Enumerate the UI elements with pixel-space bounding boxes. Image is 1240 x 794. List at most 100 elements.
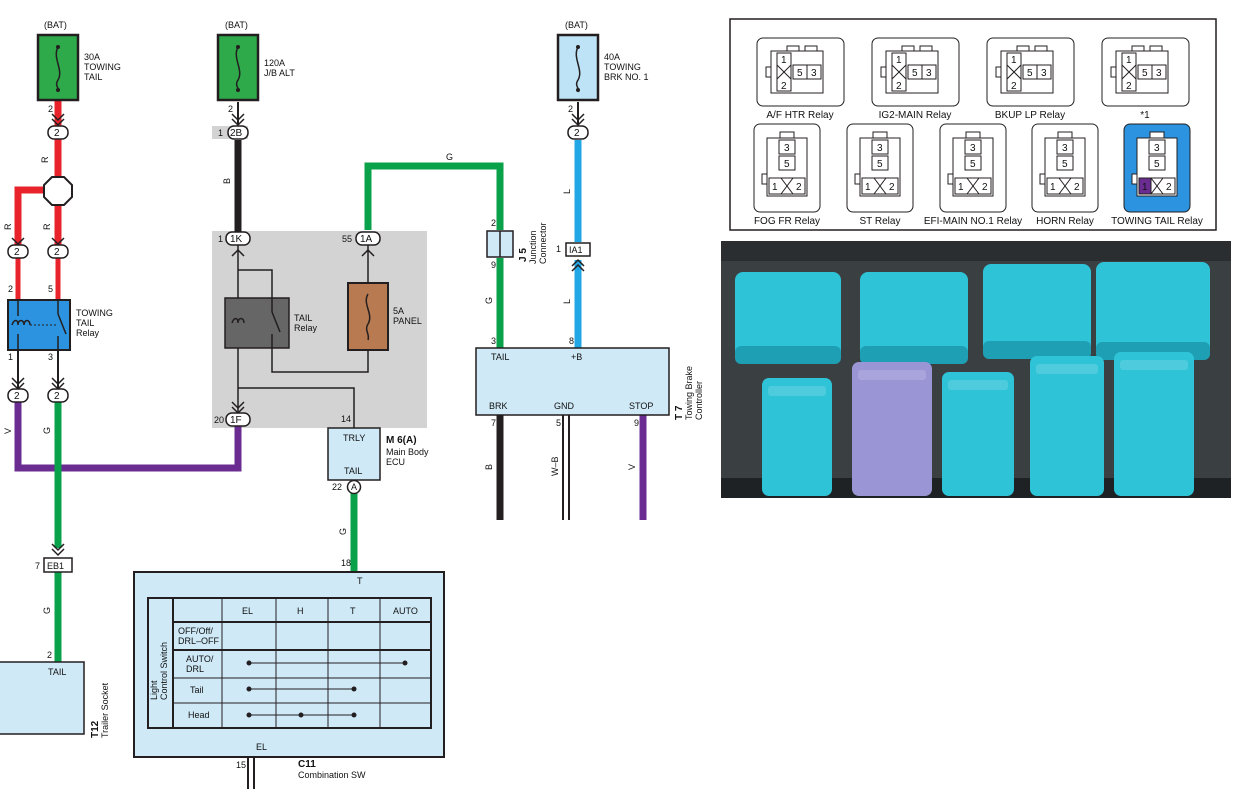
svg-text:1A: 1A (360, 234, 373, 245)
controller-plus-b: +B (571, 352, 582, 362)
pin-label: 3 (1041, 68, 1047, 79)
relay-photo-2 (860, 272, 968, 364)
relay-photo-4 (1096, 262, 1210, 360)
svg-text:1: 1 (218, 128, 223, 138)
connector-2b: 2B 1 (212, 125, 249, 140)
col-header-auto: AUTO (393, 606, 418, 616)
controller-brk: BRK (489, 401, 508, 411)
pin-label: 3 (970, 143, 976, 154)
wire-jb-to-ecu (238, 387, 355, 428)
combo-name: C11 (298, 759, 316, 770)
connector-2-left-d: 2 (47, 388, 69, 403)
arrow-down-icon (11, 237, 25, 246)
pin-label: 2 (781, 81, 787, 92)
fuse-towing-brk-pin: 2 (568, 104, 573, 114)
relay-photo-5 (762, 378, 832, 496)
main-body-ecu-box (327, 427, 381, 481)
relay-photo-6 (852, 362, 932, 496)
connector-2-left-c: 2 (7, 388, 29, 403)
controller-pin-8: 8 (569, 336, 574, 346)
relay-pin-5: 5 (48, 284, 53, 294)
connector-ia1: IA1 (565, 242, 591, 257)
pin-label: 1 (1011, 55, 1017, 66)
connector-2-brk: 2 (567, 125, 589, 140)
arrow-up-icon (231, 248, 245, 257)
relay-name-label: HORN Relay (1036, 216, 1094, 227)
connector-2-left-b: 2 (47, 244, 69, 259)
ecu-pin-14: 14 (341, 414, 351, 424)
pin-label: 3 (784, 143, 790, 154)
svg-text:1F: 1F (230, 415, 242, 426)
pin-label: 3 (1156, 68, 1162, 79)
pin-label: 1 (1050, 182, 1056, 193)
trailer-name: T12 (90, 720, 101, 738)
row-off: OFF/Off/DRL–OFF (178, 626, 220, 646)
relay-pin-3: 3 (48, 352, 53, 362)
controller-pin-7: 7 (491, 418, 496, 428)
relay-name-label: BKUP LP Relay (995, 110, 1065, 121)
wire-label-g-4: G (484, 297, 494, 304)
pin-label: 1 (865, 182, 871, 193)
tail-relay-box (224, 297, 290, 349)
pin-label: 2 (1011, 81, 1017, 92)
svg-text:2: 2 (14, 391, 20, 402)
relay-name-label: A/F HTR Relay (766, 110, 833, 121)
svg-text:2B: 2B (230, 128, 243, 139)
wire-label-r-3: R (42, 223, 52, 230)
pin-label: 1 (1142, 182, 1148, 193)
combo-pin-15: 15 (236, 760, 246, 770)
pin-label: 5 (877, 159, 883, 170)
wire-red-branch (14, 186, 48, 248)
jb-pin-1f: 20 (214, 415, 224, 425)
trailer-desc: Trailer Socket (100, 682, 110, 738)
connector-a: A (346, 479, 362, 495)
col-header-t: T (350, 606, 356, 616)
pin-label: 1 (1126, 55, 1132, 66)
pin-label: 2 (982, 182, 988, 193)
ia1-pin: 1 (556, 244, 561, 254)
jb-pin-1a: 55 (342, 234, 352, 244)
row-head: Head (188, 710, 210, 720)
pin-label: 2 (896, 81, 902, 92)
pin-label: 2 (1126, 81, 1132, 92)
switch-connection-auto (246, 660, 408, 666)
pin-label: 5 (797, 68, 803, 79)
pin-label: 5 (912, 68, 918, 79)
svg-text:IA1: IA1 (569, 245, 583, 255)
eb1-pin: 7 (35, 561, 40, 571)
coil-icon (231, 317, 245, 324)
svg-text:1K: 1K (230, 234, 243, 245)
pin-label: 3 (1154, 143, 1160, 154)
arrow-up-icon (571, 258, 585, 272)
controller-pin-9: 9 (634, 418, 639, 428)
pin-label: 5 (1027, 68, 1033, 79)
pin-label: 2 (1074, 182, 1080, 193)
relay-name-label: IG2-MAIN Relay (879, 110, 952, 121)
relay-name-label: EFI-MAIN NO.1 Relay (924, 216, 1022, 227)
connector-2-left-top: 2 (47, 125, 69, 140)
pin-label: 3 (877, 143, 883, 154)
arrow-up-icon (361, 248, 375, 257)
col-header-el: EL (242, 606, 253, 616)
wire-label-g-5: G (338, 528, 348, 535)
svg-text:EB1: EB1 (47, 561, 64, 571)
j5-pin-bottom: 9 (491, 260, 496, 270)
wire-purple-v (14, 402, 242, 472)
wire-label-wb: W–B (550, 456, 560, 476)
j5-name: J 5 (518, 248, 529, 262)
ecu-tail: TAIL (344, 466, 362, 476)
controller-pin-5: 5 (556, 418, 561, 428)
col-header-h: H (297, 606, 304, 616)
j5-pin-top: 2 (491, 218, 496, 228)
wire-label-g-2: G (42, 607, 52, 614)
relay-photo-9 (1114, 352, 1194, 496)
